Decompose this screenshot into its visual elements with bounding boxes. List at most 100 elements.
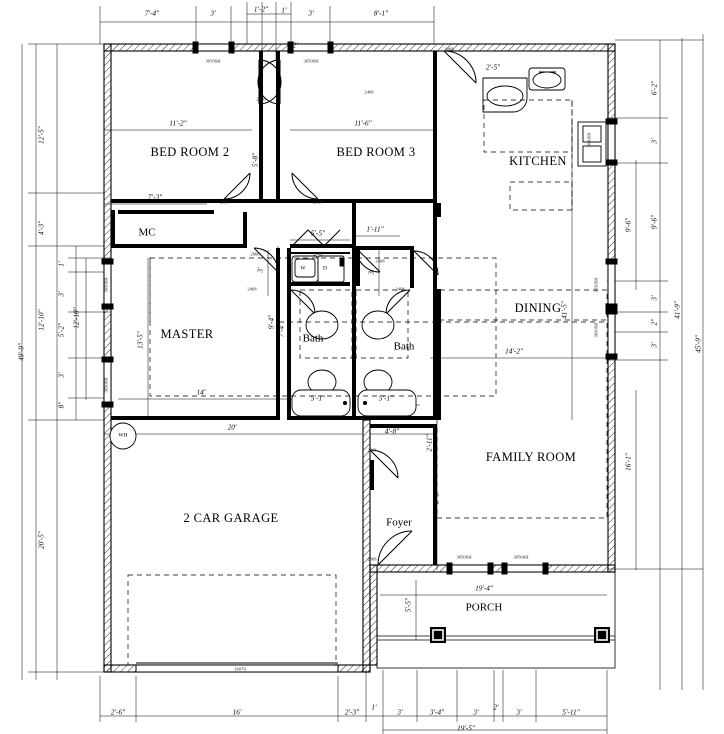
dim-top-3: 1' <box>281 6 287 15</box>
dim-bottom-6: 3' <box>473 708 479 717</box>
dim-bottom-7: 2' <box>493 703 499 712</box>
window-tag-5: 3050SH <box>593 322 599 338</box>
room-label-2-car-garage: 2 CAR GARAGE <box>183 510 279 525</box>
dim-left-sub-2: 5'-2" <box>57 322 66 338</box>
dim-left-sub-4: 8" <box>57 401 66 409</box>
dim-interior-5: 1'-11" <box>366 225 384 234</box>
dim-bottom-9: 5'-11" <box>562 708 580 717</box>
window-tag-6: 3050SH <box>456 554 472 560</box>
dim-bottom-3: 1' <box>371 703 377 712</box>
dim-interior-12: 19'-4" <box>475 584 493 593</box>
room-label-family-room: FAMILY ROOM <box>485 449 577 464</box>
dim-top-0: 7'-4" <box>144 9 160 18</box>
porch <box>376 571 616 669</box>
dim-interior-v-7: 41'-5" <box>560 301 569 319</box>
dim-interior-8: 14' <box>196 388 206 397</box>
room-label-master: MASTER <box>160 326 214 341</box>
door-tag-4: 2468 <box>247 286 257 292</box>
dim-interior-9: 20' <box>227 423 237 432</box>
dim-left-0: 12'-5" <box>37 126 46 144</box>
dim-interior-v-1: 12'-10" <box>72 307 81 329</box>
room-label-dining: DINING <box>514 300 562 315</box>
dim-interior-v-0: 13'-5" <box>136 331 145 349</box>
dim-left-1: 4'-3" <box>37 220 46 236</box>
dim-interior-v-5: 3' <box>256 267 265 273</box>
dim-interior-7: 5'-1" <box>378 394 394 403</box>
garage-door <box>135 662 339 673</box>
dim-interior-2: 7'-3" <box>147 193 163 202</box>
dim-interior-v-3: 9'-4" <box>267 314 276 330</box>
room-label-kitchen: KITCHEN <box>509 153 567 168</box>
door-tag-7: 2068 <box>367 447 377 453</box>
window-tag-8: 3050SH <box>586 132 592 148</box>
dim-left-sub-3: 3' <box>57 372 66 378</box>
door-tag-6: 2468 <box>395 286 405 292</box>
door-tag-9: 3068 <box>444 46 454 52</box>
door-tag-0: 2668 <box>220 199 230 205</box>
interior-walls <box>111 51 441 565</box>
dim-bottom-5: 3'-4" <box>429 708 445 717</box>
door-tag-5: 2468 <box>375 258 385 264</box>
window-tag-7: 3050SH <box>513 554 529 560</box>
window-tag-0: 3050SH <box>205 58 221 64</box>
door-tag-3: 2668 <box>313 251 323 257</box>
windows <box>101 41 618 575</box>
dim-interior-13: 2' <box>292 41 298 50</box>
dim-interior-1: 11'-6" <box>354 119 372 128</box>
dim-interior-v-12: 9'-6" <box>624 217 633 233</box>
dim-bottom-1: 16' <box>232 708 242 717</box>
dim-right-2: 9'-6" <box>650 214 659 230</box>
dim-bottom-2: 2'-3" <box>344 708 360 717</box>
dim-interior-3: 2'-5" <box>485 63 501 72</box>
window-tag-3: 3050SH <box>103 377 109 393</box>
room-label-bed-room-3: BED ROOM 3 <box>336 144 416 159</box>
dim-bottom-0: 2'-6" <box>110 708 126 717</box>
fixture-label-wh: WH <box>118 432 128 439</box>
dim-top-1: 3' <box>210 9 216 18</box>
dim-interior-v-11: 5'-5" <box>404 597 413 613</box>
dim-right-3: 3' <box>650 295 659 301</box>
dim-right-5: 3' <box>650 342 659 348</box>
dim-interior-4: 5'-5" <box>310 229 326 238</box>
dim-right-0: 6'-2" <box>650 80 659 96</box>
door-tag-8: 2868 <box>367 556 377 562</box>
room-label-foyer: Foyer <box>386 516 412 529</box>
fixtures <box>109 67 607 450</box>
dim-bottom-10: 19'-5" <box>457 724 475 733</box>
dim-interior-v-10: 8'-8" <box>432 489 441 505</box>
dim-bottom-8: 3' <box>516 708 522 717</box>
dim-top-5: 8'-1" <box>373 9 389 18</box>
room-label-bath: Bath <box>302 332 324 345</box>
dim-left-4: 49'-9" <box>17 343 26 361</box>
room-label-mc: MC <box>138 226 156 239</box>
dim-left-sub-1: 3' <box>57 291 66 297</box>
dim-interior-v-9: 2'-11" <box>425 434 434 452</box>
dim-left-3: 20'-5" <box>37 531 46 549</box>
misc-tag-0: 16070 <box>234 666 246 672</box>
door-tag-10: 2468 <box>364 89 374 95</box>
dim-interior-10: 14'-2" <box>505 347 523 356</box>
dim-interior-6: 5'-1" <box>310 394 326 403</box>
dim-interior-11: 4'-8" <box>384 427 400 436</box>
dim-interior-v-6: 3' <box>367 269 376 275</box>
dim-interior-v-4: 7'-4" <box>277 322 286 338</box>
door-tag-2: 2668 <box>250 251 260 257</box>
dimension-lines <box>21 2 704 734</box>
dim-right-1: 3' <box>650 138 659 144</box>
fixture-label-w: W <box>300 265 306 272</box>
dim-interior-v-2: 5'-8" <box>251 152 260 168</box>
dashed-overhead-lines <box>127 99 608 666</box>
dim-right-6: 41'-9" <box>673 301 682 319</box>
fixture-label-d: D <box>323 265 327 272</box>
door-tag-11: 2468 <box>256 96 266 102</box>
dim-bottom-4: 3' <box>397 708 403 717</box>
dim-top-2: 1'-2" <box>253 5 269 14</box>
window-tag-2: 3050SH <box>103 277 109 293</box>
dim-right-7: 45'-9" <box>694 335 703 353</box>
dim-interior-0: 11'-2" <box>169 119 187 128</box>
dim-left-2: 12'-10" <box>37 309 46 331</box>
porch-columns <box>430 627 610 643</box>
dim-right-4: 2" <box>650 318 659 326</box>
window-tag-1: 3050SH <box>303 58 319 64</box>
